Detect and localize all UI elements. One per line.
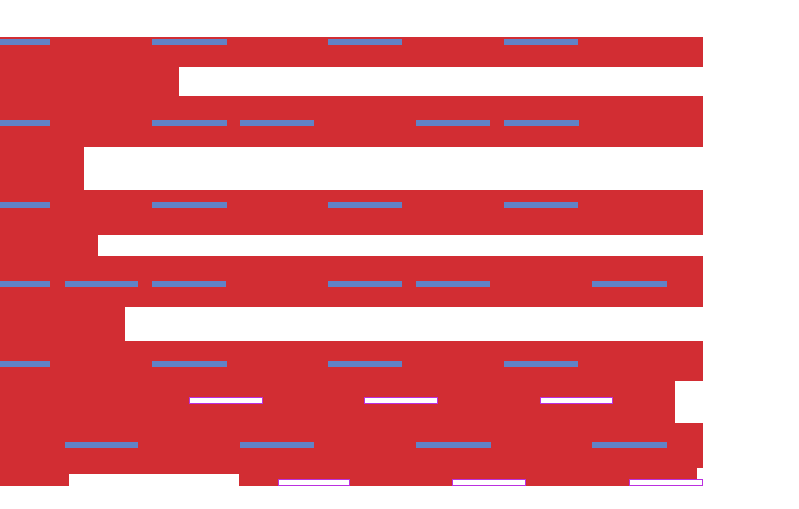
blue-bar-row-C (152, 202, 227, 208)
blue-bar-row-D (416, 281, 490, 287)
blue-bar-row-E (504, 361, 578, 367)
blue-bar-row-D (152, 281, 226, 287)
blue-bar-row-D (0, 281, 50, 287)
blue-bar-row-B (416, 120, 490, 126)
blue-bar-row-A (0, 39, 50, 45)
outlined-bar-row-M1 (540, 397, 613, 404)
blue-bar-row-D (592, 281, 667, 287)
white-cutout-1 (179, 67, 703, 96)
outlined-bar-row-M1 (189, 397, 263, 404)
blue-bar-row-C (328, 202, 402, 208)
white-cutout-7 (697, 468, 703, 479)
blue-bar-row-C (504, 202, 578, 208)
outlined-bar-row-M2 (452, 479, 526, 486)
outlined-bar-row-M2 (629, 479, 703, 486)
blue-bar-row-F (592, 442, 667, 448)
blue-bar-row-B (240, 120, 314, 126)
white-cutout-5 (675, 381, 703, 423)
blue-bar-row-B (0, 120, 50, 126)
blue-bar-row-D (65, 281, 138, 287)
blue-bar-row-C (0, 202, 50, 208)
blue-bar-row-B (504, 120, 579, 126)
blue-bar-row-E (0, 361, 50, 367)
blue-bar-row-D (328, 281, 402, 287)
white-cutout-3 (98, 235, 703, 256)
red-block (0, 37, 703, 486)
blue-bar-row-A (504, 39, 578, 45)
blue-bar-row-B (152, 120, 227, 126)
white-cutout-6 (69, 474, 239, 486)
blue-bar-row-E (152, 361, 227, 367)
outlined-bar-row-M2 (278, 479, 350, 486)
outlined-bar-row-M1 (364, 397, 438, 404)
blue-bar-row-F (416, 442, 491, 448)
blue-bar-row-F (240, 442, 314, 448)
blue-bar-row-A (152, 39, 227, 45)
white-cutout-2 (84, 147, 703, 190)
blue-bar-row-A (328, 39, 402, 45)
white-cutout-4 (125, 307, 703, 341)
blue-bar-row-F (65, 442, 138, 448)
blue-bar-row-E (328, 361, 402, 367)
